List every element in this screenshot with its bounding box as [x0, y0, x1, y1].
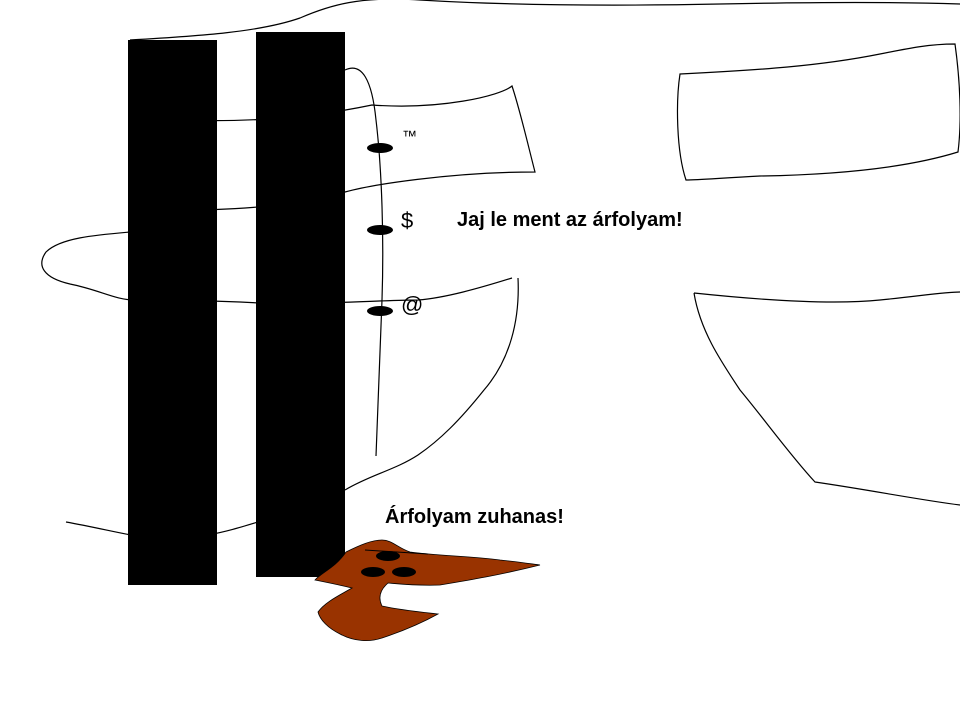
tower-left	[128, 40, 217, 585]
debris-hole-right	[392, 567, 416, 577]
cloud-right-lower	[693, 291, 960, 506]
debris-crack	[364, 549, 429, 555]
marker-dollar	[367, 225, 393, 235]
cloud-top-outline	[129, 0, 960, 41]
speech-text: Jaj le ment az árfolyam!	[457, 209, 683, 231]
debris-hole-top	[376, 551, 400, 561]
at-symbol: @	[401, 292, 423, 317]
cloud-center-drop	[344, 277, 519, 491]
trademark-symbol: ™	[402, 128, 417, 145]
tower-right	[256, 32, 345, 577]
debris-hole-left	[361, 567, 385, 577]
cloud-right-upper	[676, 43, 960, 181]
crash-text: Árfolyam zuhanas!	[385, 505, 564, 528]
marker-trademark	[367, 143, 393, 153]
falling-rate-curve	[344, 67, 384, 457]
debris-pile	[314, 539, 541, 642]
marker-at	[367, 306, 393, 316]
dollar-symbol: $	[401, 208, 413, 233]
